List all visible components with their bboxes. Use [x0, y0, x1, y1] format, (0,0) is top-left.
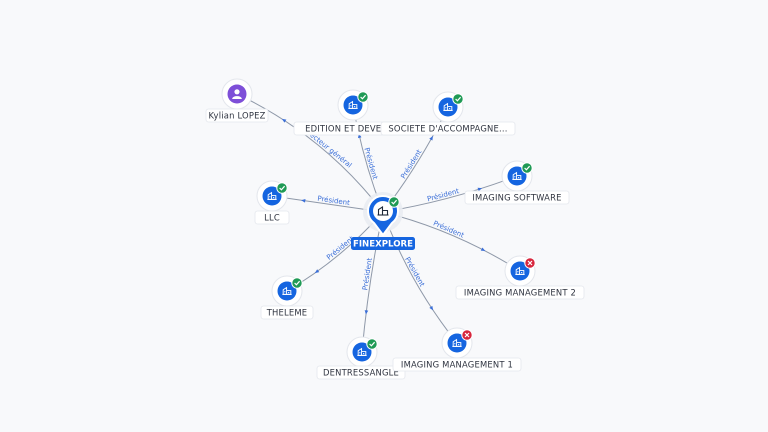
node-label-imaging_m2[interactable]: IMAGING MANAGEMENT 2 — [455, 285, 585, 300]
status-active-icon — [388, 196, 400, 208]
building-icon — [348, 100, 358, 109]
node-label-text: SOCIETE D'ACCOMPAGNE... — [388, 124, 507, 134]
node-label-text: IMAGING SOFTWARE — [472, 193, 561, 203]
node-imaging_m2[interactable]: IMAGING MANAGEMENT 2 — [455, 255, 585, 300]
edge-arrow — [477, 187, 483, 192]
node-label-text: IMAGING MANAGEMENT 2 — [464, 288, 576, 298]
center-node-label[interactable]: FINEXPLORE — [351, 237, 415, 250]
node-kylian[interactable]: Kylian LOPEZ — [205, 78, 269, 123]
status-active-icon — [291, 277, 303, 289]
node-societe[interactable]: SOCIETE D'ACCOMPAGNE... — [380, 91, 516, 136]
building-icon — [357, 347, 367, 356]
node-theleme[interactable]: THELEME — [260, 275, 314, 320]
node-label-llc[interactable]: LLC — [254, 210, 290, 225]
building-icon — [452, 338, 462, 347]
center-node-label-text: FINEXPLORE — [353, 239, 413, 249]
status-active-icon — [276, 182, 288, 194]
nodes: Kylian LOPEZ EDITION ET DEVELO...SOCIETE … — [205, 78, 585, 380]
building-icon — [512, 171, 522, 180]
status-active-icon — [366, 338, 378, 350]
person-icon — [232, 89, 242, 99]
building-icon — [267, 191, 277, 200]
edge-arrow — [314, 269, 320, 274]
node-label-kylian[interactable]: Kylian LOPEZ — [205, 108, 269, 123]
center-node[interactable]: FINEXPLORE — [351, 192, 415, 250]
node-label-dentressangle[interactable]: DENTRESSANGLE — [316, 365, 406, 380]
node-label-text: Kylian LOPEZ — [208, 111, 265, 121]
node-label-text: DENTRESSANGLE — [323, 368, 399, 378]
edge-label-imaging_m1: Président — [403, 256, 426, 289]
edge-arrow — [480, 247, 486, 251]
building-icon — [377, 206, 389, 216]
edge-arrow — [364, 310, 369, 315]
node-label-text: IMAGING MANAGEMENT 1 — [401, 360, 513, 370]
edge-label-edition: Président — [362, 147, 379, 181]
node-llc[interactable]: LLC — [254, 180, 290, 225]
edge-dentressangle: Président — [361, 211, 384, 353]
node-label-imaging_sw[interactable]: IMAGING SOFTWARE — [464, 190, 570, 205]
node-imaging_m1[interactable]: IMAGING MANAGEMENT 1 — [392, 327, 522, 372]
status-active-icon — [521, 162, 533, 174]
building-icon — [443, 102, 453, 111]
node-label-text: EDITION ET DEVELO... — [305, 124, 401, 134]
node-label-theleme[interactable]: THELEME — [260, 305, 314, 320]
node-label-text: LLC — [264, 213, 280, 223]
edge-arrow — [281, 118, 287, 123]
edge-arrow — [429, 305, 434, 311]
node-imaging_sw[interactable]: IMAGING SOFTWARE — [464, 160, 570, 205]
edge-arrow — [429, 135, 433, 141]
building-icon — [515, 266, 525, 275]
status-active-icon — [357, 91, 369, 103]
status-active-icon — [452, 93, 464, 105]
node-label-societe[interactable]: SOCIETE D'ACCOMPAGNE... — [380, 121, 516, 136]
building-icon — [282, 286, 292, 295]
edge-label-imaging_sw: Président — [426, 187, 460, 203]
node-label-imaging_m1[interactable]: IMAGING MANAGEMENT 1 — [392, 357, 522, 372]
status-closed-icon — [524, 257, 536, 269]
status-closed-icon — [461, 329, 473, 341]
edge-arrow — [301, 199, 306, 203]
node-label-text: THELEME — [266, 308, 308, 318]
edge-label-societe: Président — [399, 148, 423, 180]
node-dentressangle[interactable]: DENTRESSANGLE — [316, 336, 406, 380]
